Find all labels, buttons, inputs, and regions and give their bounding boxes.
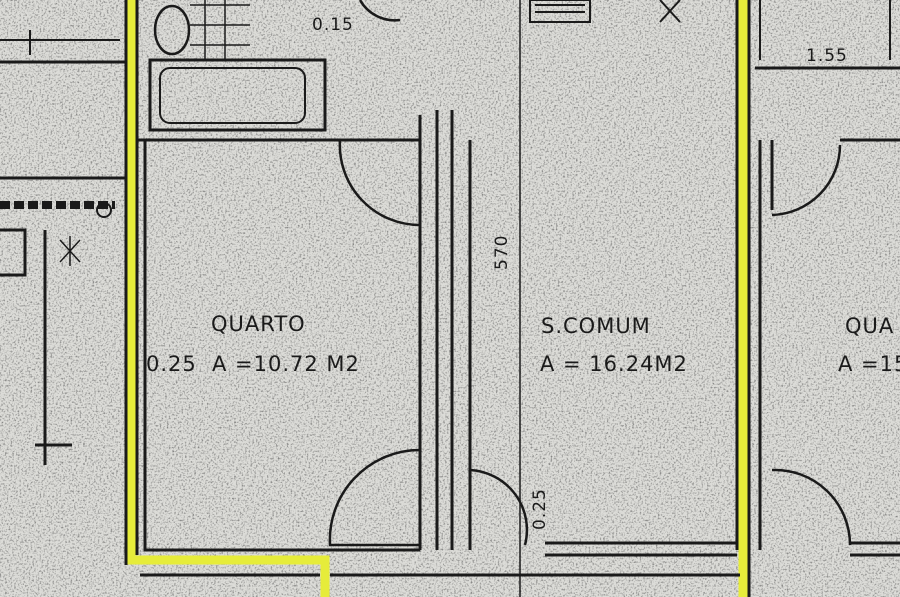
highlighted-walls (126, 0, 748, 597)
dimension-left-wall: 0.25 (146, 352, 197, 376)
room-area-sala-comum: A = 16.24M2 (540, 352, 688, 376)
left-unit-details (0, 30, 120, 465)
room-area-quarto-right: A =15 (838, 352, 900, 376)
room-name-sala-comum: S.COMUM (541, 314, 651, 338)
room-name-quarto: QUARTO (211, 312, 306, 336)
dimension-top-wall: 0.15 (312, 15, 354, 35)
bathroom (148, 0, 327, 132)
dimension-top-right: 1.55 (806, 46, 848, 66)
dimension-corridor-width: 0.25 (530, 488, 550, 530)
room-name-quarto-right: QUA (845, 314, 895, 338)
top-details (529, 0, 891, 60)
dimension-corridor-length: 570 (492, 234, 512, 270)
room-area-quarto: A =10.72 M2 (212, 352, 360, 376)
door-swings (328, 0, 852, 547)
